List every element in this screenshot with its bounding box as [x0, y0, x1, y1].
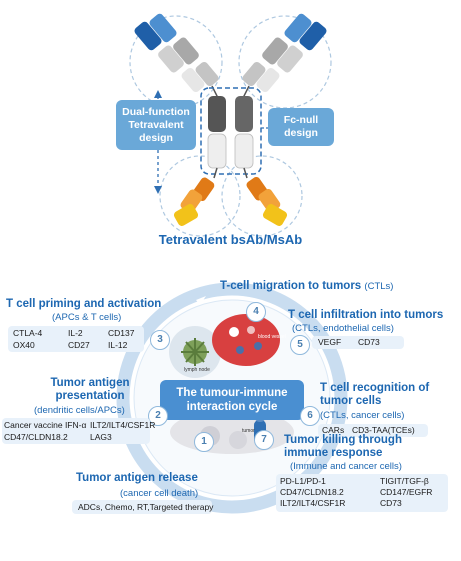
step-3-number: 3	[150, 330, 170, 350]
step-6-targets: CARs CD3-TAA(TCEs)	[318, 424, 428, 437]
step-7-number: 7	[254, 430, 274, 450]
antibody-caption: Tetravalent bsAb/MsAb	[158, 232, 303, 247]
tumor-label: tumor	[242, 428, 255, 434]
target-item: CD147/EGFR	[380, 487, 433, 497]
fc-dashed-box	[200, 87, 262, 175]
lower-right-dashed-circle	[221, 155, 303, 237]
target-item: CD73	[380, 498, 402, 508]
target-item: LAG3	[90, 432, 112, 442]
fc-region	[207, 96, 254, 169]
target-item: IL-12	[108, 340, 128, 350]
upper-left-fab-arm	[134, 13, 219, 93]
lower-left-scfv	[173, 177, 215, 226]
target-item: CD3-TAA(TCEs)	[352, 425, 415, 435]
lymph-node-label: lymph node	[184, 367, 210, 373]
lower-right-scfv	[246, 176, 288, 226]
step-2-number: 2	[148, 406, 168, 426]
target-item: VEGF	[318, 337, 342, 347]
step-7-sub: (Immune and cancer cells)	[290, 461, 402, 472]
step-1-title: Tumor antigen release	[76, 472, 198, 484]
lower-left-dashed-circle	[159, 155, 241, 237]
target-item: ILT2/ILT4/CSF1R	[90, 420, 156, 430]
cycle-center-title: The tumour-immune interaction cycle	[160, 380, 304, 420]
target-item: OX40	[13, 340, 35, 350]
target-item: CD73	[358, 337, 380, 347]
target-item: CD47/CLDN18.2	[280, 487, 344, 497]
step-2-title: Tumor antigen presentation	[50, 377, 130, 402]
step-7-targets: PD-L1/PD-1 TIGIT/TGF-β CD47/CLDN18.2 CD1…	[276, 474, 448, 512]
target-item: CD47/CLDN18.2	[4, 432, 68, 442]
target-item: CD27	[68, 340, 90, 350]
step-1-number: 1	[194, 432, 214, 452]
step-3-sub: (APCs & T cells)	[52, 312, 122, 323]
fc-null-label: Fc-null design	[268, 108, 334, 146]
step-5-number: 5	[290, 335, 310, 355]
step-1-targets: ADCs, Chemo, RT,Targeted therapy	[72, 500, 214, 514]
cycle-ring	[116, 282, 348, 514]
step-6-sub: (CTLs, cancer cells)	[320, 410, 405, 421]
target-item: ADCs, Chemo, RT,Targeted therapy	[78, 502, 214, 512]
step-3-targets: CTLA-4 IL-2 CD137 OX40 CD27 IL-12	[8, 326, 144, 352]
target-item: Cancer vaccine IFN-α	[4, 420, 87, 430]
step-7-title: Tumor killing through immune response	[284, 434, 402, 459]
step-4-sub: (CTLs)	[364, 281, 394, 292]
step-4-title: T-cell migration to tumors (CTLs)	[220, 280, 393, 292]
step-3-title: T cell priming and activation	[6, 298, 162, 310]
step-6-title: T cell recognition of tumor cells	[320, 382, 430, 407]
step-6-number: 6	[300, 406, 320, 426]
target-item: PD-L1/PD-1	[280, 476, 326, 486]
dual-function-tetravalent-label: Dual-function Tetravalent design	[116, 100, 196, 150]
target-item: CARs	[322, 425, 345, 435]
step-4-number: 4	[246, 302, 266, 322]
target-item: CTLA-4	[13, 328, 43, 338]
step-5-title: T cell infiltration into tumors	[288, 309, 444, 321]
step-1-sub: (cancer cell death)	[120, 488, 199, 499]
step-5-sub: (CTLs, endothelial cells)	[292, 323, 394, 334]
step-2-targets: Cancer vaccine IFN-α ILT2/ILT4/CSF1R CD4…	[2, 418, 155, 444]
upper-right-fab-arm	[242, 13, 327, 93]
target-item: IL-2	[68, 328, 83, 338]
step-4-title-text: T-cell migration to tumors	[220, 280, 362, 292]
target-item: TIGIT/TGF-β	[380, 476, 429, 486]
step-5-targets: VEGF CD73	[312, 336, 404, 349]
step-2-sub: (dendritic cells/APCs)	[34, 405, 125, 416]
target-item: ILT2/ILT4/CSF1R	[280, 498, 346, 508]
blood-vessel-label: blood vessel	[258, 334, 286, 340]
target-item: CD137	[108, 328, 135, 338]
